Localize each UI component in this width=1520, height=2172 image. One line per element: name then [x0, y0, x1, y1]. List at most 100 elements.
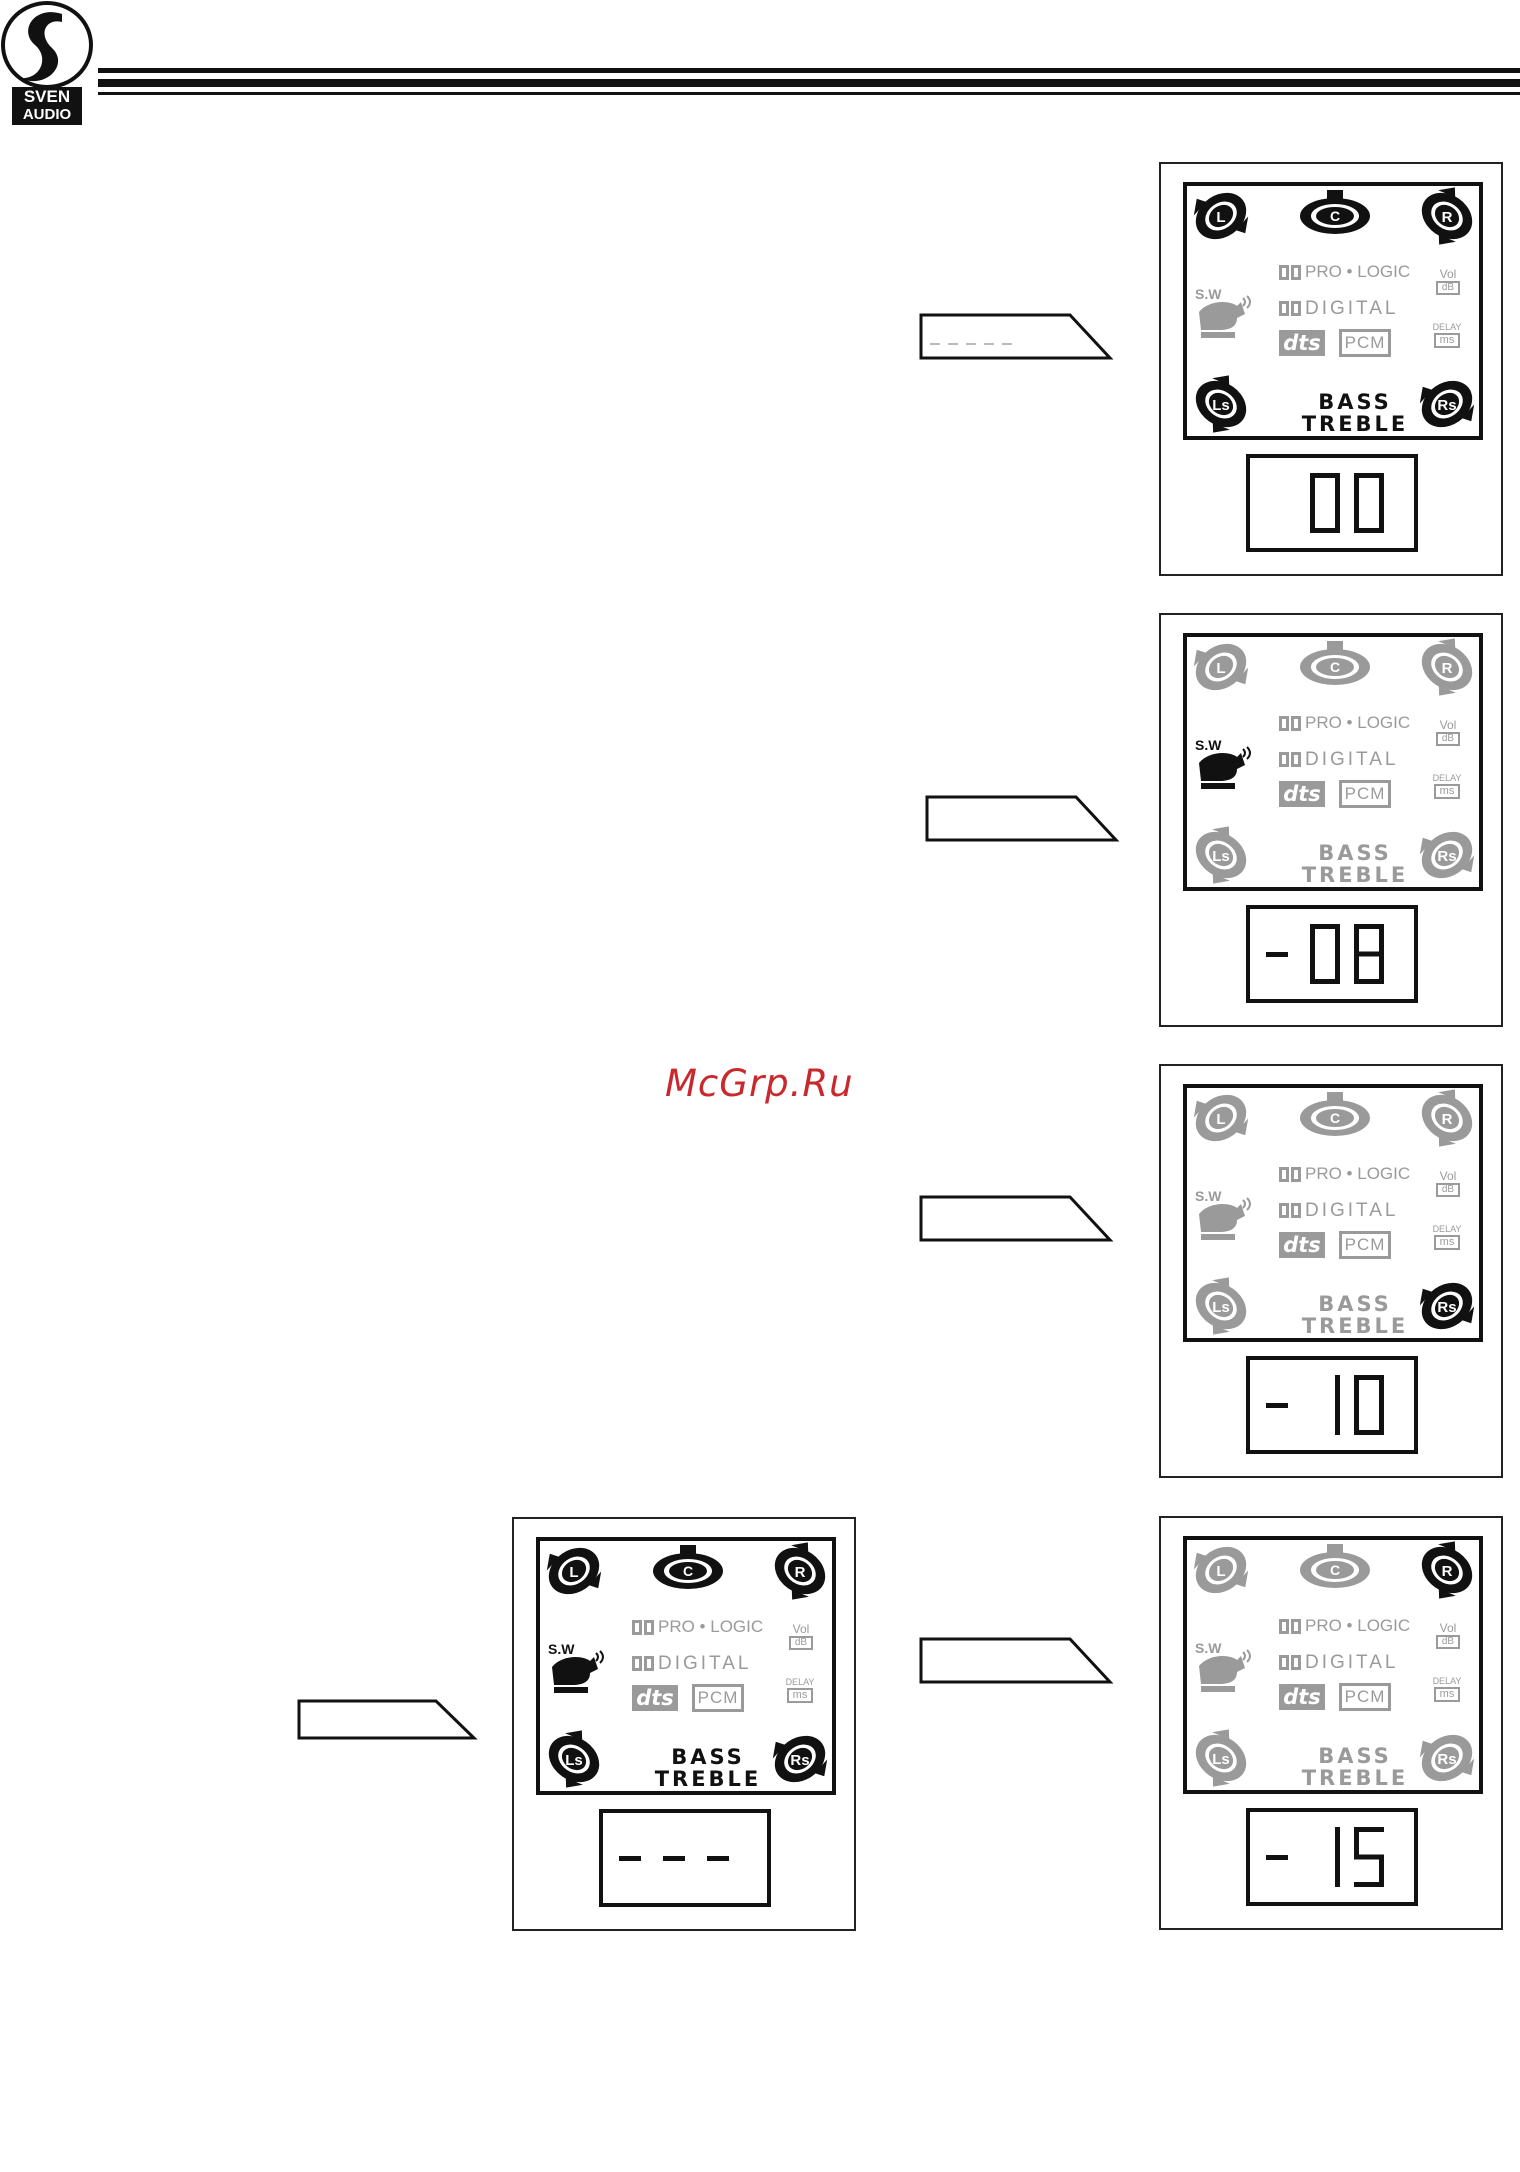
speaker-ls-icon: Ls: [1189, 374, 1253, 439]
subwoofer-icon: [1191, 1194, 1251, 1249]
label-tag-2: [925, 795, 1120, 842]
svg-text:C: C: [1330, 1110, 1340, 1126]
speaker-ls-icon: Ls: [1189, 1728, 1253, 1793]
pro-logic-indicator: PRO • LOGIC: [1279, 262, 1410, 282]
header-rule-bottom: [98, 92, 1520, 95]
digital-indicator: DIGITAL: [1279, 298, 1399, 320]
subwoofer-icon: [1191, 743, 1251, 798]
subwoofer-icon: [1191, 1646, 1251, 1701]
speaker-ls-icon: Ls: [1189, 825, 1253, 890]
sw-label: S.W: [1195, 1640, 1222, 1656]
speaker-l-icon: L: [1189, 186, 1253, 251]
digit-readout: [1246, 1356, 1418, 1454]
speaker-rs-icon: Rs: [1415, 374, 1479, 439]
svg-text:R: R: [1442, 1563, 1453, 1580]
dts-indicator: dts: [1279, 1232, 1325, 1258]
label-tag-5: [919, 1637, 1114, 1684]
digit-readout: [1246, 905, 1418, 1003]
pcm-indicator: PCM: [1339, 329, 1391, 357]
label-tag-3: [919, 1195, 1114, 1242]
speaker-c-icon: C: [1297, 639, 1373, 694]
sw-label: S.W: [1195, 1188, 1222, 1204]
label-tag-1: [919, 313, 1114, 360]
svg-text:Ls: Ls: [565, 1752, 583, 1769]
pro-logic-indicator: PRO • LOGIC: [632, 1617, 763, 1637]
sven-audio-logo: SVEN AUDIO: [0, 0, 95, 130]
lcd-panel-2: L C R S.W PRO • LOGIC DIGITAL dts PCM Vo…: [1159, 613, 1503, 1027]
p2-segment-digits: [1266, 924, 1384, 984]
speaker-c-icon: C: [1297, 188, 1373, 243]
speaker-ls-icon: Ls: [542, 1729, 606, 1794]
digital-indicator: DIGITAL: [1279, 749, 1399, 771]
p4-segment-digits: [619, 1856, 729, 1861]
svg-text:L: L: [1216, 1111, 1225, 1128]
header-rule-top: [98, 68, 1520, 73]
brand-top: SVEN: [23, 87, 71, 106]
speaker-r-icon: R: [768, 1541, 832, 1606]
lcd-panel-1: L C R S.W PRO • LOGIC DIGITAL dts PCM Vo…: [1159, 162, 1503, 576]
svg-text:Rs: Rs: [790, 1752, 809, 1769]
speaker-ls-icon: Ls: [1189, 1276, 1253, 1341]
svg-text:Rs: Rs: [1437, 397, 1456, 414]
speaker-c-icon: C: [1297, 1542, 1373, 1597]
speaker-l-icon: L: [542, 1541, 606, 1606]
speaker-r-icon: R: [1415, 637, 1479, 702]
speaker-rs-icon: Rs: [768, 1729, 832, 1794]
svg-text:R: R: [1442, 1111, 1453, 1128]
p5-segment-digits: [1266, 1827, 1384, 1887]
svg-text:L: L: [1216, 660, 1225, 677]
speaker-c-icon: C: [1297, 1090, 1373, 1145]
speaker-l-icon: L: [1189, 637, 1253, 702]
speaker-l-icon: L: [1189, 1088, 1253, 1153]
speaker-c-icon: C: [650, 1543, 726, 1598]
svg-text:L: L: [569, 1564, 578, 1581]
p1-segment-digits: [1310, 473, 1384, 533]
dts-indicator: dts: [1279, 781, 1325, 807]
speaker-r-icon: R: [1415, 1540, 1479, 1605]
svg-text:R: R: [1442, 660, 1453, 677]
speaker-r-icon: R: [1415, 186, 1479, 251]
lcd-panel-5: L C R S.W PRO • LOGIC DIGITAL dts PCM Vo…: [1159, 1516, 1503, 1930]
lcd-screen: L C R S.W PRO • LOGIC DIGITAL dts PCM Vo…: [1183, 1084, 1483, 1342]
brand-bottom: AUDIO: [22, 106, 72, 123]
svg-text:Rs: Rs: [1437, 848, 1456, 865]
pro-logic-indicator: PRO • LOGIC: [1279, 1164, 1410, 1184]
lcd-screen: L C R S.W PRO • LOGIC DIGITAL dts PCM Vo…: [1183, 633, 1483, 891]
pcm-indicator: PCM: [692, 1684, 744, 1712]
sw-label: S.W: [548, 1641, 575, 1657]
pcm-indicator: PCM: [1339, 1683, 1391, 1711]
pro-logic-indicator: PRO • LOGIC: [1279, 1616, 1410, 1636]
digit-readout: [1246, 454, 1418, 552]
digit-readout: [599, 1809, 771, 1907]
pcm-indicator: PCM: [1339, 780, 1391, 808]
svg-text:C: C: [1330, 1562, 1340, 1578]
svg-text:C: C: [1330, 659, 1340, 675]
digital-indicator: DIGITAL: [1279, 1200, 1399, 1222]
digital-indicator: DIGITAL: [1279, 1652, 1399, 1674]
pro-logic-indicator: PRO • LOGIC: [1279, 713, 1410, 733]
subwoofer-icon: [544, 1647, 604, 1702]
speaker-rs-icon: Rs: [1415, 825, 1479, 890]
svg-text:Ls: Ls: [1212, 1751, 1230, 1768]
svg-text:C: C: [683, 1563, 693, 1579]
speaker-r-icon: R: [1415, 1088, 1479, 1153]
dts-indicator: dts: [1279, 330, 1325, 356]
svg-text:R: R: [1442, 209, 1453, 226]
speaker-l-icon: L: [1189, 1540, 1253, 1605]
dts-indicator: dts: [1279, 1684, 1325, 1710]
lcd-panel-3: L C R S.W PRO • LOGIC DIGITAL dts PCM Vo…: [1159, 1064, 1503, 1478]
digital-indicator: DIGITAL: [632, 1653, 752, 1675]
svg-text:L: L: [1216, 209, 1225, 226]
